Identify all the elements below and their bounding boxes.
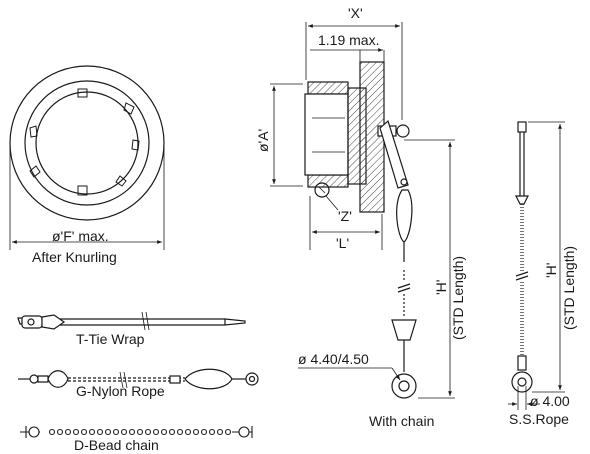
dia-440-label: ø 4.40/4.50 xyxy=(298,351,369,367)
g-nylon-rope xyxy=(18,368,259,390)
std-length-rope-label: (STD Length) xyxy=(561,246,577,330)
h-rope-label: 'H' xyxy=(543,263,559,278)
side-section-view xyxy=(304,61,410,213)
t-tie-wrap-label: T-Tie Wrap xyxy=(76,331,145,347)
chain-assembly xyxy=(298,139,455,399)
f-max-label: ø'F' max. xyxy=(52,228,109,244)
middle-ring xyxy=(24,80,150,206)
std-length-chain-label: (STD Length) xyxy=(450,256,466,340)
side-dimensions xyxy=(270,22,403,250)
dia-a-label: ø'A' xyxy=(255,129,271,152)
lugs xyxy=(29,88,140,196)
dia-400-label: ø 4.00 xyxy=(530,393,570,409)
h-chain-label: 'H' xyxy=(433,280,449,295)
with-chain-label: With chain xyxy=(369,413,434,429)
t-tie-wrap xyxy=(17,311,246,331)
x-dim-label: 'X' xyxy=(348,5,363,21)
d-bead-chain-label: D-Bead chain xyxy=(74,437,159,453)
after-knurling-label: After Knurling xyxy=(32,249,117,265)
front-view xyxy=(9,65,165,250)
ss-rope-label: S.S.Rope xyxy=(509,411,569,427)
z-label: 'Z' xyxy=(338,208,352,224)
outer-ring xyxy=(9,65,165,221)
l-label: 'L' xyxy=(336,235,349,251)
d-bead-chain xyxy=(20,426,253,438)
ss-rope-assembly xyxy=(508,121,565,410)
max-119-label: 1.19 max. xyxy=(318,32,379,48)
g-nylon-rope-label: G-Nylon Rope xyxy=(76,383,165,399)
